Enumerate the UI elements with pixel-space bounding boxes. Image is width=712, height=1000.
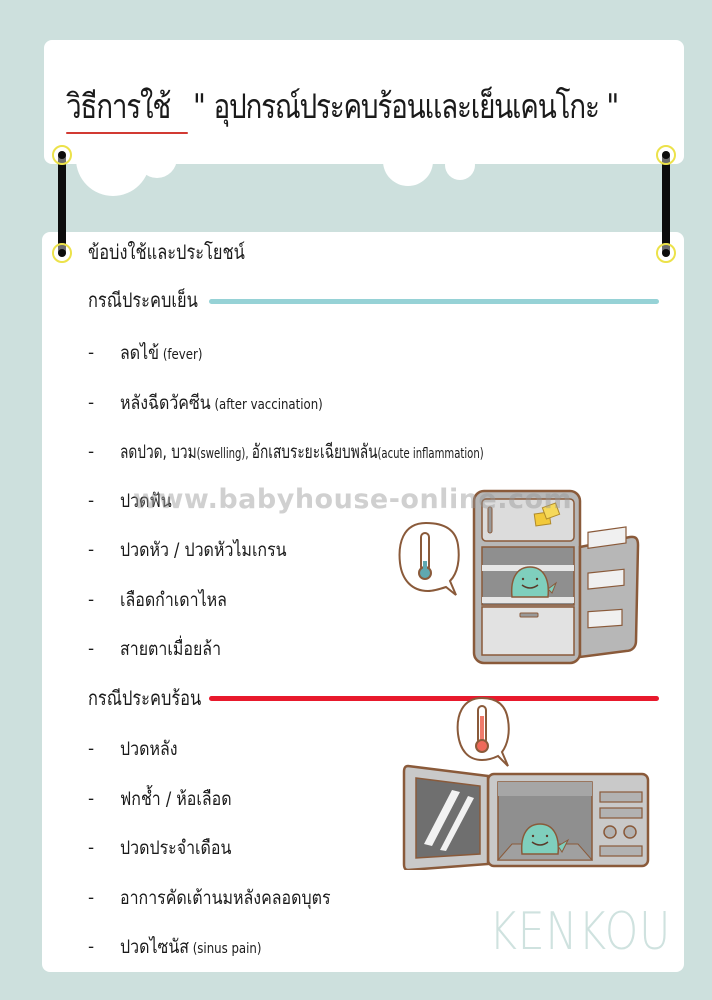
title-prefix: วิธีการใช้ xyxy=(66,87,171,127)
cloud-decoration xyxy=(383,136,433,186)
title-underline xyxy=(66,132,188,134)
item-text: ฟกช้ำ / ห้อเลือด xyxy=(120,788,232,810)
ring-icon xyxy=(656,145,676,165)
item-text: อักเสบระยะเฉียบพลัน xyxy=(251,441,378,463)
item-text: อาการคัดเต้านมหลังคลอดบุตร xyxy=(120,887,331,909)
mascot-icon xyxy=(520,823,570,855)
bullet-dash: - xyxy=(88,393,95,413)
item-text: ลดปวด, บวม xyxy=(120,441,197,463)
bullet-dash: - xyxy=(88,590,95,610)
page-title: วิธีการใช้ " อุปกรณ์ประคบร้อนและเย็นเคนโ… xyxy=(66,82,619,132)
item-text: ปวดประจำเดือน xyxy=(120,837,232,859)
ring-icon xyxy=(656,243,676,263)
right-strap xyxy=(662,152,670,256)
item-text-en: (acute inflammation) xyxy=(377,446,484,462)
item-text: ปวดหลัง xyxy=(120,738,178,760)
bullet-dash: - xyxy=(88,343,95,363)
title-quote-open: " xyxy=(193,87,206,127)
section-heading-cold: กรณีประคบเย็น xyxy=(88,288,198,312)
item-text-en: (fever) xyxy=(159,347,203,363)
title-product: อุปกรณ์ประคบร้อนและเย็นเคนโกะ xyxy=(213,87,599,127)
ring-icon xyxy=(52,243,72,263)
bullet-dash: - xyxy=(88,937,95,957)
item-text-en: (sinus pain) xyxy=(188,941,262,957)
section-divider-hot xyxy=(209,696,659,701)
subtitle: ข้อบ่งใช้และประโยชน์ xyxy=(88,240,245,264)
item-text: ลดไข้ xyxy=(120,342,160,364)
bullet-dash: - xyxy=(88,888,95,908)
title-quote-close: " xyxy=(606,87,620,127)
cloud-decoration xyxy=(137,138,177,178)
item-text: หลังฉีดวัคซีน xyxy=(120,392,211,414)
item-text: เลือดกำเดาไหล xyxy=(120,589,227,611)
item-text: ปวดหัว / ปวดหัวไมเกรน xyxy=(120,539,287,561)
item-text: ปวดฟัน xyxy=(120,490,172,512)
left-strap xyxy=(58,152,66,256)
brand-logo: KENKOU xyxy=(489,902,672,962)
section-divider-cold xyxy=(209,299,659,304)
bullet-dash: - xyxy=(88,838,95,858)
section-heading-hot: กรณีประคบร้อน xyxy=(88,686,202,710)
hot-thermometer-icon xyxy=(456,696,510,767)
bullet-dash: - xyxy=(88,540,95,560)
item-text-en: (swelling), xyxy=(196,446,252,462)
bullet-dash: - xyxy=(88,442,95,462)
bullet-dash: - xyxy=(88,491,95,511)
ring-icon xyxy=(52,145,72,165)
fridge-illustration xyxy=(398,489,640,665)
item-text: สายตาเมื่อยล้า xyxy=(120,638,222,660)
cold-thermometer-icon xyxy=(398,521,460,596)
bullet-dash: - xyxy=(88,789,95,809)
mascot-icon xyxy=(510,566,558,598)
item-text-en: (after vaccination) xyxy=(210,397,323,413)
bullet-dash: - xyxy=(88,739,95,759)
bullet-dash: - xyxy=(88,639,95,659)
microwave-illustration xyxy=(402,696,650,870)
item-text: ปวดไซนัส xyxy=(120,936,189,958)
cloud-decoration xyxy=(445,150,475,180)
